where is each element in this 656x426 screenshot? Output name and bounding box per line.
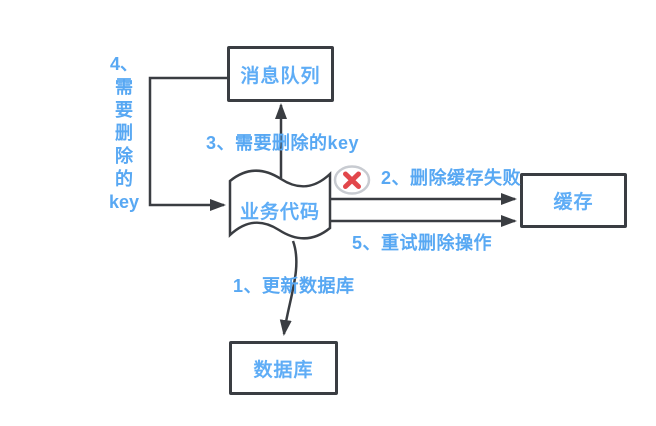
node-message-queue: 消息队列: [227, 46, 334, 102]
edge-label-step5: 5、重试删除操作: [352, 233, 493, 253]
arrow-step1: [279, 240, 298, 336]
node-business-code-label: 业务代码: [239, 202, 320, 223]
arrow-step4: [148, 76, 227, 211]
edge-label-step4-line: 的: [115, 169, 133, 189]
edge-label-step4-line: key: [108, 192, 140, 212]
edge-label-step4-line: 要: [115, 100, 133, 120]
error-x-icon: [333, 165, 371, 195]
edge-label-step1: 1、更新数据库: [233, 276, 355, 296]
node-cache: 缓存: [520, 173, 627, 228]
edge-label-step4: 4、 需 要 删 除 的 key: [103, 53, 145, 214]
edge-label-step4-line: 除: [115, 146, 133, 166]
edge-label-step4-line: 4、: [109, 54, 138, 74]
edge-label-step2: 2、删除缓存失败: [381, 168, 522, 188]
edge-label-step3: 3、需要删除的key: [206, 133, 360, 153]
edge-label-step4-line: 删: [115, 123, 133, 143]
node-database: 数据库: [229, 341, 338, 395]
node-message-queue-label: 消息队列: [240, 65, 321, 87]
node-business-code-shape: [228, 169, 332, 240]
edge-label-step4-line: 需: [115, 77, 133, 97]
node-database-label: 数据库: [253, 359, 314, 381]
node-cache-label: 缓存: [553, 192, 594, 213]
